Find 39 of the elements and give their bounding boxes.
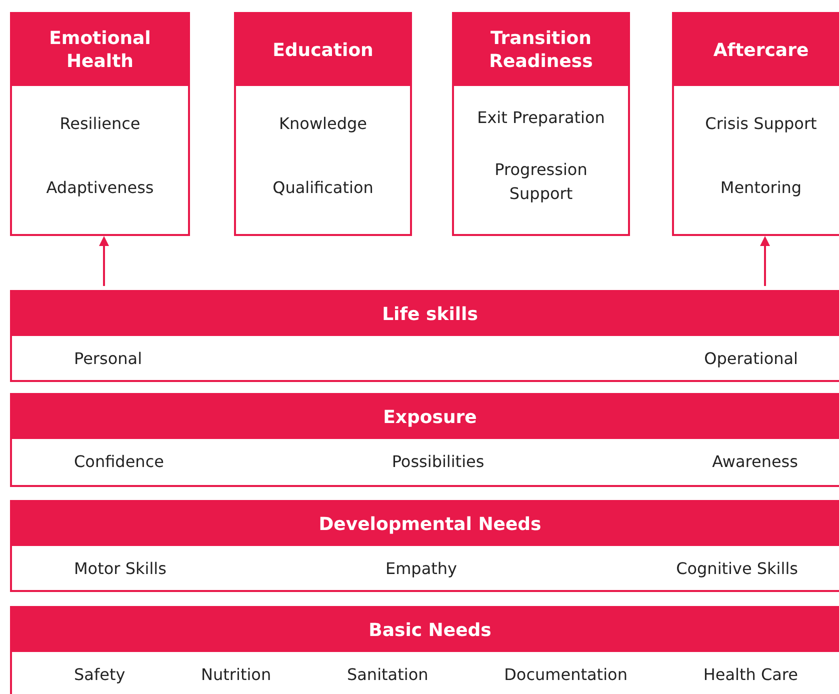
layer-band: [10, 290, 839, 382]
item-text: Confidence: [74, 452, 164, 470]
category-heading: Aftercare: [674, 14, 839, 86]
category-heading: Transition Readiness: [454, 14, 628, 86]
item-text: Mentoring: [720, 177, 802, 199]
item-text: Adaptiveness: [46, 177, 154, 199]
item-text: Empathy: [385, 558, 458, 578]
item-text: Safety: [74, 664, 126, 684]
item-text: Health Care: [703, 664, 798, 684]
item-text: Progression Support: [494, 159, 588, 205]
item-text: Documentation: [504, 664, 628, 684]
item-text: Qualification: [272, 177, 374, 199]
category-card: [672, 12, 839, 236]
layer-heading: Developmental Needs: [12, 502, 839, 546]
item-text: Motor Skills: [74, 558, 166, 578]
layer-band: [10, 500, 839, 592]
layer-heading: Basic Needs: [12, 608, 839, 652]
category-heading: Education: [236, 14, 410, 86]
item-text: Sanitation: [346, 664, 428, 684]
layer-heading: Exposure: [12, 395, 839, 439]
item-text: Crisis Support: [705, 113, 817, 135]
layer-band: [10, 606, 839, 694]
item-text: Personal: [74, 348, 142, 368]
item-text: Exit Preparation: [477, 107, 605, 129]
item-text: Resilience: [60, 113, 140, 135]
item-text: Possibilities: [392, 452, 484, 470]
item-text: Awareness: [712, 452, 798, 470]
category-card: [10, 12, 190, 236]
arrow: [99, 236, 109, 286]
item-text: Operational: [704, 348, 798, 368]
item-text: Nutrition: [201, 664, 272, 684]
category-card: [234, 12, 412, 236]
category-card: [452, 12, 630, 236]
arrow: [760, 236, 770, 286]
category-heading: Emotional Health: [12, 14, 188, 86]
layer-heading: Life skills: [12, 292, 839, 336]
layer-band: [10, 393, 839, 487]
item-text: Cognitive Skills: [676, 558, 798, 578]
item-text: Knowledge: [279, 113, 367, 135]
